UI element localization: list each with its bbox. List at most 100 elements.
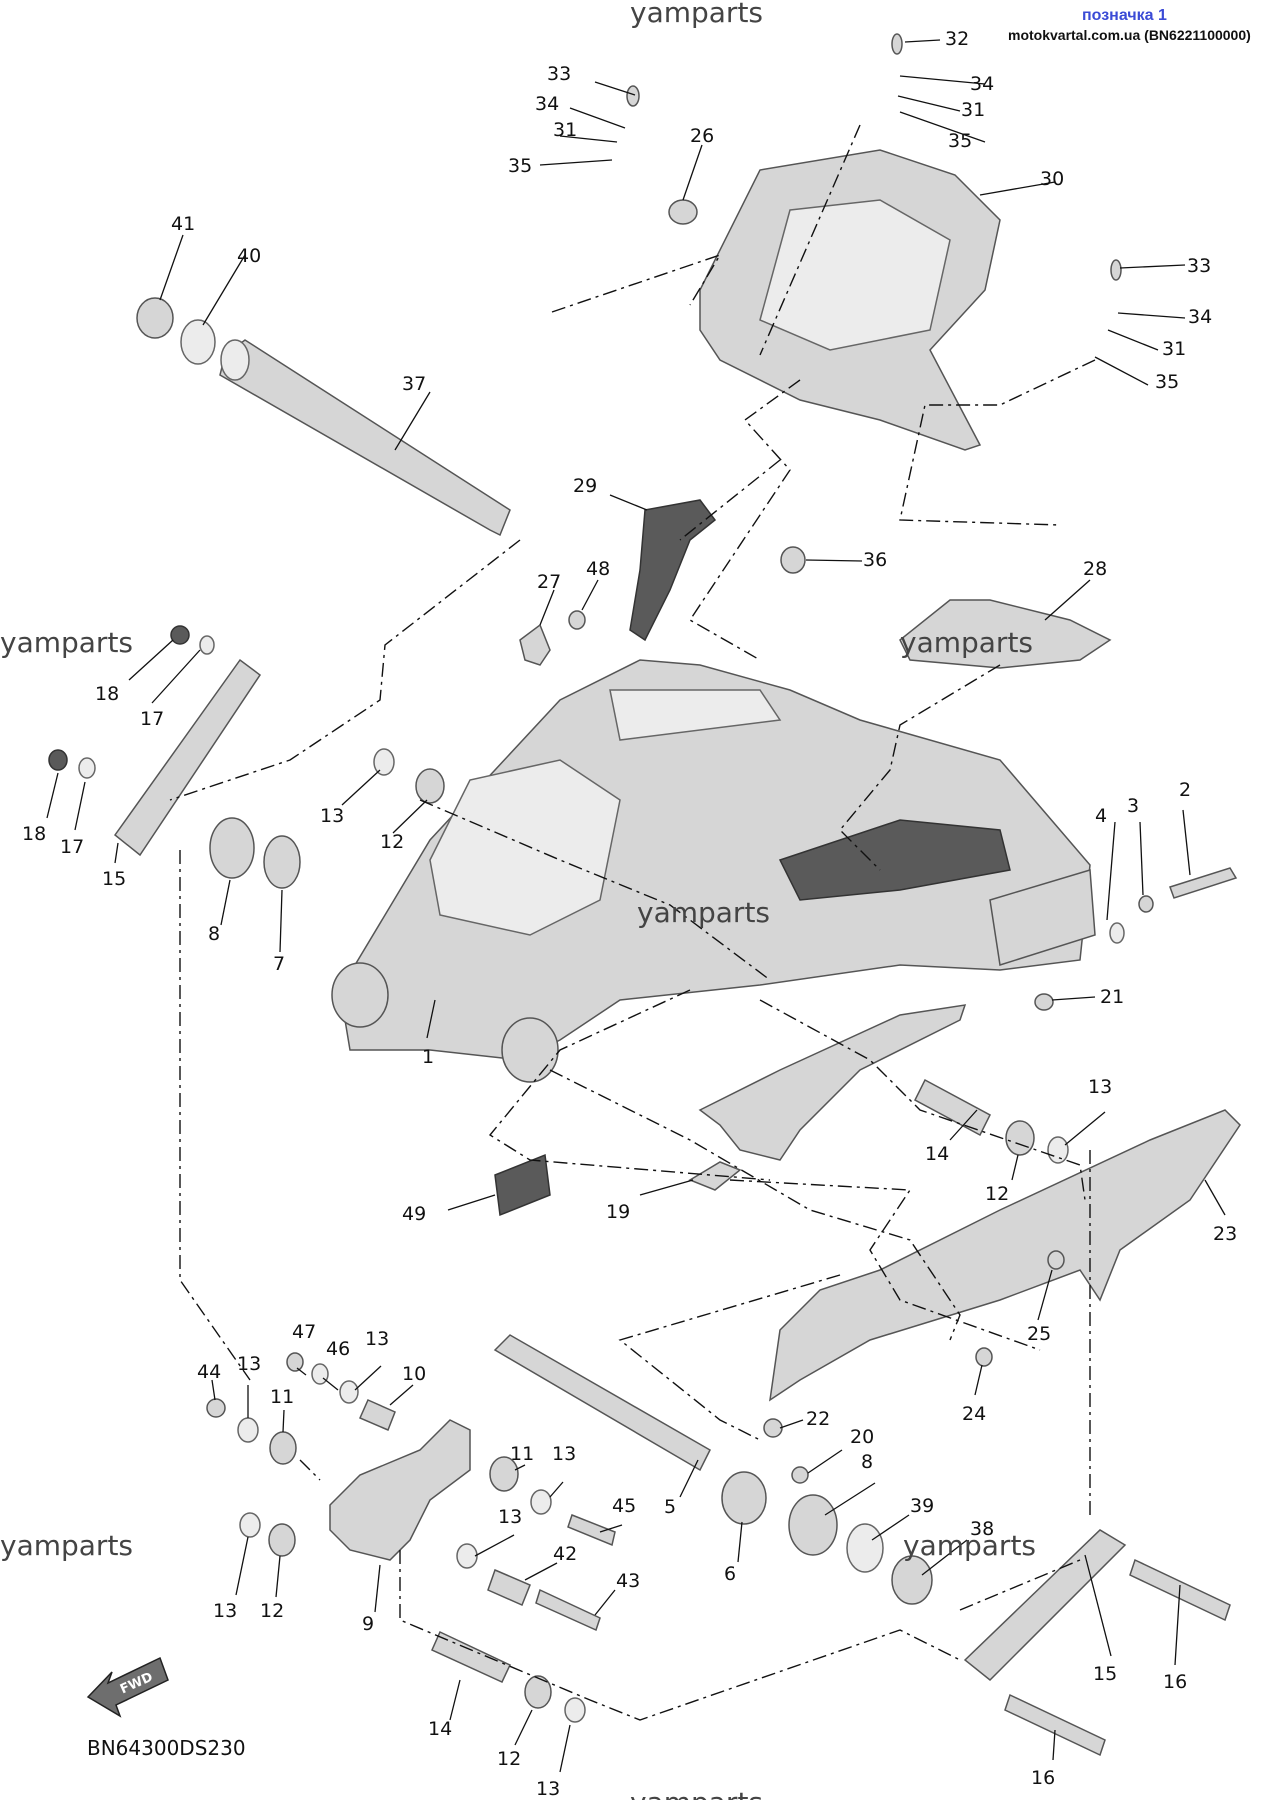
part-18-nut-b (48, 749, 68, 771)
callout-18-a: 18 (95, 683, 119, 705)
callout-5: 5 (664, 1496, 676, 1518)
watermark-left-lower: yamparts (0, 1529, 133, 1562)
parts-layer (48, 33, 1241, 1757)
callout-11-right: 11 (510, 1443, 534, 1465)
part-43-bolt (535, 1588, 601, 1632)
callout-34-b: 34 (970, 73, 994, 95)
callout-8-lower: 8 (861, 1451, 873, 1473)
callout-41: 41 (171, 213, 195, 235)
leader-lines (46, 39, 1226, 1773)
callout-35-b: 35 (948, 130, 972, 152)
callout-25: 25 (1027, 1323, 1051, 1345)
callout-9: 9 (362, 1613, 374, 1635)
callout-42: 42 (553, 1543, 577, 1565)
callout-49: 49 (402, 1203, 426, 1225)
diagram-code: BN64300DS230 (87, 1736, 246, 1760)
callout-10: 10 (402, 1363, 426, 1385)
part-11-bearing-left (269, 1431, 297, 1465)
part-6-bushing (721, 1471, 767, 1525)
watermark-left-upper: yamparts (0, 626, 133, 659)
callout-37: 37 (402, 373, 426, 395)
watermarks: yamparts yamparts yamparts yamparts yamp… (0, 0, 1036, 1800)
part-45-bolt (567, 1514, 616, 1547)
callout-28: 28 (1083, 558, 1107, 580)
callout-44: 44 (197, 1361, 221, 1383)
watermark-top: yamparts (630, 0, 763, 29)
part-27-clip (519, 623, 551, 666)
callout-18-b: 18 (22, 823, 46, 845)
callout-34-c: 34 (1188, 306, 1212, 328)
part-10-collar (359, 1399, 396, 1431)
callout-12-right: 12 (985, 1183, 1009, 1205)
callout-3: 3 (1127, 795, 1139, 817)
part-9-relay-arm (329, 1419, 471, 1561)
callout-12-leftlow: 12 (260, 1600, 284, 1622)
callout-13-lefttop: 13 (237, 1353, 261, 1375)
callout-32: 32 (945, 28, 969, 50)
callout-16-lower: 16 (1031, 1767, 1055, 1789)
part-13-ring-leftlow (239, 1512, 261, 1538)
callout-17-b: 17 (60, 836, 84, 858)
callout-13-low: 13 (498, 1506, 522, 1528)
part-7-bearing (263, 835, 301, 889)
callout-38: 38 (970, 1518, 994, 1540)
callout-24: 24 (962, 1403, 986, 1425)
part-49-label (494, 1153, 551, 1217)
callout-47: 47 (292, 1321, 316, 1343)
part-13-ring-bottom (564, 1697, 586, 1723)
part-17-washer-b (78, 757, 96, 779)
part-48-grommet (568, 610, 586, 630)
callout-16-upper: 16 (1163, 1671, 1187, 1693)
part-12-bushing-upper (415, 768, 445, 804)
callout-4: 4 (1095, 805, 1107, 827)
part-chain-guide (698, 1004, 967, 1161)
watermark-right-upper: yamparts (900, 626, 1033, 659)
part-18-nut-a (170, 625, 190, 645)
callout-36: 36 (863, 549, 887, 571)
callout-31-c: 31 (1162, 338, 1186, 360)
callout-46: 46 (326, 1338, 350, 1360)
fwd-arrow-icon: FWD (86, 1656, 169, 1718)
callout-34-a: 34 (535, 93, 559, 115)
part-2-bolt (1169, 867, 1238, 899)
part-15-relay-arm-lower (963, 1529, 1127, 1682)
callout-7: 7 (273, 953, 285, 975)
callout-27: 27 (537, 571, 561, 593)
watermark-center: yamparts (637, 896, 770, 929)
part-14-collar-right (914, 1078, 991, 1137)
part-33-bolt-b (1110, 259, 1122, 281)
part-3-nut (1138, 895, 1154, 913)
part-8-seal-lower (788, 1494, 838, 1556)
part-15-relay-arm-upper (113, 658, 262, 857)
callout-numbers: 1 2 3 4 5 6 7 8 8 9 10 11 11 11 12 12 12… (22, 28, 1237, 1800)
part-40-washer (180, 319, 216, 365)
part-26-clamp (668, 199, 698, 225)
part-23-chain-case (769, 1109, 1241, 1402)
part-11-bearing-right (489, 1456, 519, 1492)
callout-13-bottom: 13 (536, 1778, 560, 1800)
part-16-bolt-lower (1004, 1693, 1106, 1757)
part-14-collar-bottom (431, 1630, 511, 1683)
callout-12-upper: 12 (380, 831, 404, 853)
part-41-nut (136, 297, 174, 339)
callout-19: 19 (606, 1201, 630, 1223)
callout-30: 30 (1040, 168, 1064, 190)
callout-13-mid: 13 (552, 1443, 576, 1465)
callout-39: 39 (910, 1495, 934, 1517)
callout-15-upper: 15 (102, 868, 126, 890)
part-46-ring (311, 1363, 329, 1385)
part-13-ring-upper (373, 748, 395, 776)
header-source: motokvartal.com.ua (BN6221100000) (1008, 27, 1251, 43)
callout-48: 48 (586, 558, 610, 580)
part-47-grease (286, 1352, 304, 1372)
part-12-bushing-bottom (524, 1675, 552, 1709)
part-25-bolt (1047, 1250, 1065, 1270)
part-33-bolt-a (626, 85, 640, 107)
part-28-cover (899, 599, 1112, 669)
callout-45: 45 (612, 1495, 636, 1517)
callout-31-b: 31 (961, 99, 985, 121)
callout-8-upper: 8 (208, 923, 220, 945)
part-22-bolt (763, 1418, 783, 1438)
part-13-ring-midtop (339, 1380, 359, 1404)
